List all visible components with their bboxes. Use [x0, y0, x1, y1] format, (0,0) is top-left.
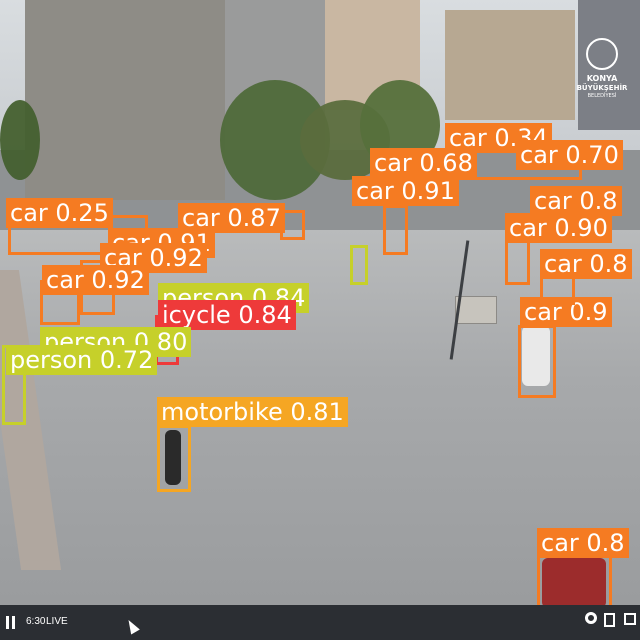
detection-label-car: car 0.8 [537, 528, 629, 558]
detection-box-car [505, 240, 530, 285]
time-display: 6:30 [26, 616, 46, 627]
building-left [25, 0, 225, 200]
logo-line2: BÜYÜKŞEHİR [576, 84, 628, 92]
detection-box-motorbike [157, 425, 191, 492]
detection-label-motorbike: motorbike 0.81 [157, 397, 348, 427]
detection-box-car [518, 325, 556, 398]
detection-box-car [537, 555, 612, 610]
tree [0, 100, 40, 180]
pip-icon[interactable] [604, 613, 615, 627]
logo-line3: BELEDİYESİ [587, 93, 617, 99]
seal-icon [586, 38, 618, 70]
city-logo: KONYA BÜYÜKŞEHİR BELEDİYESİ [572, 38, 632, 128]
detection-box-car [540, 275, 575, 305]
building-right [445, 10, 575, 120]
detection-label-car: car 0.8 [540, 249, 632, 279]
detection-label-bicycle: icycle 0.84 [158, 300, 296, 330]
pause-icon[interactable] [6, 616, 16, 629]
detection-box-car [383, 205, 408, 255]
player-controls: 6:30 LIVE [0, 605, 640, 640]
detection-label-car: car 0.68 [370, 148, 477, 178]
motorbike-shape [165, 430, 181, 485]
white-car [522, 326, 550, 386]
detection-label-car: car 0.70 [516, 140, 623, 170]
red-car [542, 558, 606, 605]
detection-label-car: car 0.91 [352, 176, 459, 206]
detection-label-person: person 0.72 [6, 345, 158, 375]
live-badge[interactable]: LIVE [46, 616, 68, 627]
detection-box-person [350, 245, 368, 285]
detection-label-car: car 0.87 [178, 203, 285, 233]
gear-icon[interactable] [585, 612, 597, 624]
detection-label-car: car 0.25 [6, 198, 113, 228]
traffic-island [455, 296, 497, 324]
detection-label-car: car 0.8 [530, 186, 622, 216]
detection-label-car: car 0.90 [505, 213, 612, 243]
fullscreen-icon[interactable] [624, 613, 636, 625]
logo-line1: KONYA [586, 74, 618, 83]
detection-label-car: car 0.92 [42, 265, 149, 295]
